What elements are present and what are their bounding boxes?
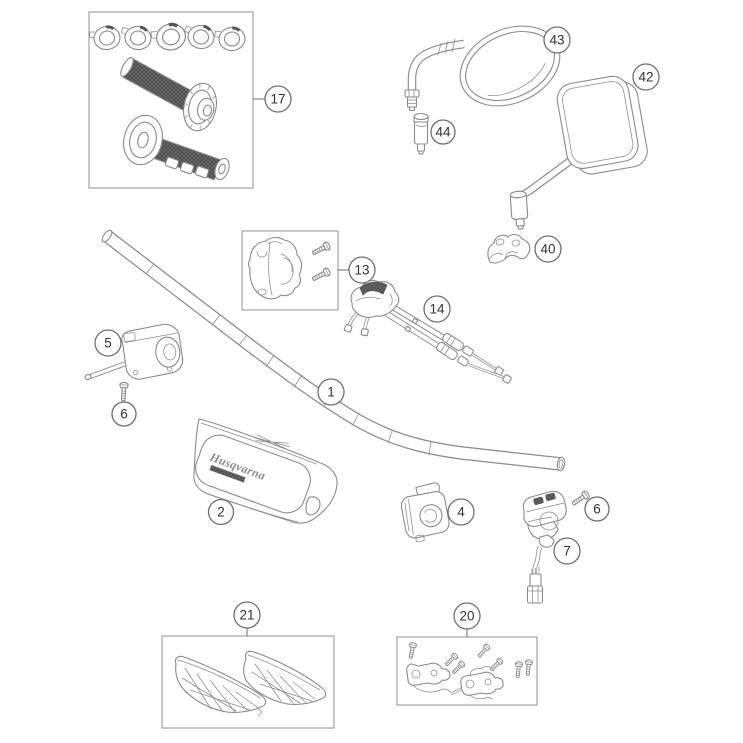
switch-housing [400,482,450,543]
callout-screw-right[interactable]: 6 [584,496,610,522]
left-grip [123,114,230,181]
callout-throttle-housing[interactable]: 13 [348,256,376,284]
mounting-kit [396,636,538,706]
svg-text:6: 6 [120,407,128,422]
callout-handlebar-pad[interactable]: 2 [207,498,235,526]
callout-screw-left[interactable]: 6 [111,401,137,427]
map-switch [522,490,567,604]
throttle-cables [343,280,512,384]
mirror-adapter [413,112,429,155]
svg-text:42: 42 [638,70,653,85]
throttle-housing-kit [241,230,339,311]
handlebar-pad: Husqvarna [193,418,338,524]
callout-switch-housing[interactable]: 4 [447,498,475,526]
svg-text:6: 6 [593,502,601,517]
screw-left [118,381,129,402]
callout-kill-switch[interactable]: 5 [94,329,122,357]
svg-text:21: 21 [239,608,254,623]
svg-text:1: 1 [327,385,335,400]
svg-text:5: 5 [104,336,112,351]
kill-switch [84,323,184,381]
svg-text:17: 17 [270,92,285,107]
callout-throttle-cables[interactable]: 14 [423,295,451,323]
callout-handguards[interactable]: 21 [233,601,261,629]
callout-grip-set[interactable]: 17 [264,85,292,113]
callout-leaders [246,98,468,637]
handguards-kit [161,635,335,729]
svg-text:44: 44 [435,125,451,140]
svg-text:43: 43 [549,33,564,48]
svg-text:13: 13 [354,263,369,278]
svg-text:2: 2 [217,505,225,520]
svg-text:14: 14 [429,302,445,317]
callout-mirror-oval[interactable]: 43 [543,26,571,54]
svg-text:4: 4 [457,505,465,520]
svg-text:40: 40 [540,242,555,257]
callout-mirror-clamp[interactable]: 40 [534,235,562,263]
callout-handlebar[interactable]: 1 [317,378,345,406]
grip-set-kit [86,11,254,189]
svg-text:20: 20 [459,609,474,624]
callout-mounting-kit[interactable]: 20 [453,602,481,630]
mirror-oval [404,25,561,112]
handguard-left [174,655,267,717]
handguard-right [243,650,327,705]
mirror-rectangular [509,75,648,230]
mirror-clamp [487,234,531,264]
clamp-right [460,666,504,700]
callout-map-switch[interactable]: 7 [553,537,581,565]
callout-mirror-rectangular[interactable]: 42 [632,63,660,91]
svg-text:7: 7 [563,544,571,559]
handlebar [101,229,566,472]
callout-mirror-adapter[interactable]: 44 [430,119,456,145]
throttle-grip [120,57,217,132]
